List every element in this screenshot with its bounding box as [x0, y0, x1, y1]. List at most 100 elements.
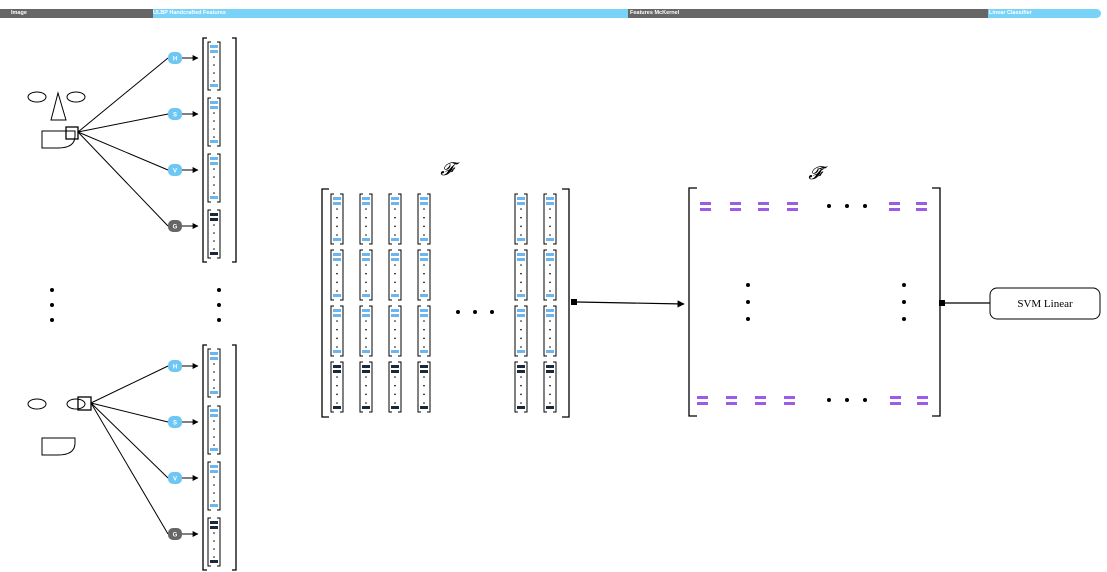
- column-bracket-left: [417, 305, 421, 357]
- svm-classifier-box: [989, 287, 1101, 320]
- vector-dot: [213, 232, 215, 234]
- feature-block: [362, 258, 370, 261]
- bottom-badge-v: V: [168, 472, 182, 484]
- column-bracket-right: [369, 193, 373, 245]
- kernel-feature-block: [917, 396, 928, 399]
- column-bracket-right: [398, 249, 402, 301]
- vector-dot: [213, 184, 215, 186]
- vector-dot: [394, 346, 396, 348]
- channel-badge-bg: [168, 360, 182, 372]
- feature-block: [517, 365, 525, 368]
- feature-block: [210, 357, 218, 360]
- column-bracket-left: [543, 305, 547, 357]
- top-connector-h: [77, 57, 169, 133]
- vector-dot: [213, 176, 215, 178]
- vector-dot: [213, 371, 215, 373]
- face-left-eye: [27, 398, 47, 410]
- matrix-f-tilde-bottom-ellipsis-dot: [827, 398, 831, 402]
- matrix-f-cell: [543, 249, 557, 301]
- vector-dot: [549, 320, 551, 322]
- vector-dot: [213, 363, 215, 365]
- matrix-f-tilde-vertical-ellipsis-dot: [746, 317, 750, 321]
- vector-dot: [336, 264, 338, 266]
- vector-dot: [549, 272, 551, 275]
- vector-dot: [336, 393, 338, 396]
- feature-block: [420, 309, 428, 312]
- vertical-ellipsis-dot-right: [217, 288, 221, 292]
- bottom-channel-vector-v: [207, 461, 221, 511]
- top-stack-bracket-left: [202, 37, 207, 263]
- vector-dot: [549, 393, 551, 396]
- vector-dot: [423, 346, 425, 348]
- bottom-channel-vector-s: [207, 405, 221, 455]
- face-patch-box: [65, 126, 79, 140]
- vector-dot: [520, 320, 522, 322]
- matrix-f-output-port: [571, 299, 577, 305]
- arrow-f-to-f-tilde: [576, 300, 685, 308]
- matrix-f-tilde-vertical-ellipsis-dot: [746, 283, 750, 287]
- vector-dot: [394, 264, 396, 266]
- feature-block: [391, 253, 399, 256]
- vector-dot: [549, 225, 551, 228]
- kernel-feature-block: [726, 402, 737, 405]
- column-bracket-left: [359, 305, 363, 357]
- feature-block: [210, 409, 218, 412]
- matrix-f-cell: [330, 249, 344, 301]
- kernel-feature-block: [758, 208, 769, 211]
- feature-block: [420, 350, 428, 353]
- feature-block: [546, 202, 554, 205]
- feature-block: [546, 258, 554, 261]
- matrix-f-cell: [359, 249, 373, 301]
- matrix-f-tilde-top-ellipsis-dot: [845, 204, 849, 208]
- svm-classifier-label: SVM Linear: [1017, 298, 1073, 310]
- vertical-ellipsis-dot-left: [50, 318, 54, 322]
- feature-block: [420, 294, 428, 297]
- vector-dot: [213, 428, 215, 430]
- feature-block: [333, 294, 341, 297]
- kernel-feature-block: [889, 202, 900, 205]
- vector-dot: [394, 384, 396, 387]
- vector-dot: [423, 216, 425, 219]
- column-bracket-left: [330, 249, 334, 301]
- kernel-feature-block: [755, 396, 766, 399]
- feature-block: [333, 314, 341, 317]
- vector-dot: [336, 320, 338, 322]
- feature-block: [420, 365, 428, 368]
- kernel-feature-block: [917, 402, 928, 405]
- matrix-f-cell: [514, 361, 528, 413]
- channel-badge-label: H: [173, 365, 177, 371]
- feature-block: [333, 197, 341, 200]
- bottom-connector-h: [90, 365, 169, 404]
- vector-dot: [365, 337, 367, 340]
- column-bracket-right: [524, 361, 528, 413]
- kernel-feature-block: [784, 396, 795, 399]
- column-bracket-right: [217, 405, 221, 455]
- feature-block: [210, 526, 218, 529]
- vector-dot: [549, 346, 551, 348]
- column-bracket-left: [207, 209, 211, 259]
- feature-block: [210, 470, 218, 473]
- kernel-feature-block: [889, 208, 900, 211]
- kernel-feature-block: [726, 396, 737, 399]
- feature-block: [420, 238, 428, 241]
- vector-dot: [520, 346, 522, 348]
- channel-badge-label: G: [173, 225, 178, 231]
- column-bracket-left: [417, 193, 421, 245]
- vector-dot: [336, 272, 338, 275]
- column-bracket-right: [217, 348, 221, 398]
- feature-block: [210, 213, 218, 216]
- feature-block: [210, 84, 218, 87]
- vector-dot: [213, 80, 215, 82]
- vector-dot: [365, 402, 367, 404]
- kernel-feature-block: [758, 202, 769, 205]
- vector-dot: [423, 337, 425, 340]
- matrix-f-cell: [514, 249, 528, 301]
- vector-dot: [394, 290, 396, 292]
- column-bracket-right: [427, 305, 431, 357]
- column-bracket-right: [398, 305, 402, 357]
- column-bracket-right: [524, 249, 528, 301]
- feature-block: [210, 196, 218, 199]
- matrix-f-tilde-bottom-ellipsis-dot: [845, 398, 849, 402]
- vector-dot: [365, 208, 367, 210]
